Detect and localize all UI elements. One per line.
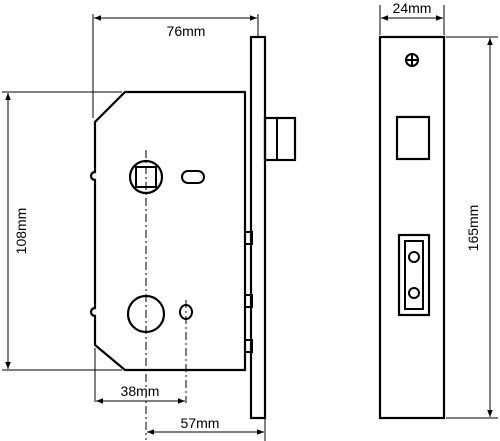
dim-label-165: 165mm [465, 205, 481, 252]
faceplate [378, 35, 446, 420]
lock-case-body [89, 90, 247, 372]
dim-label-108: 108mm [13, 208, 29, 255]
latch-bolt [263, 116, 297, 162]
strike-hole-upper [408, 251, 420, 263]
strike-hole-lower [408, 287, 420, 299]
dim-label-24: 24mm [393, 0, 432, 16]
dim-label-38: 38mm [121, 383, 160, 399]
dim-label-76: 76mm [167, 23, 206, 39]
dim-label-57: 57mm [181, 415, 220, 431]
front-extension-lines [379, 5, 498, 419]
screw-icon [405, 53, 419, 67]
centre-lines [145, 150, 187, 440]
case-edge-tabs [244, 231, 253, 353]
forend-strip [249, 35, 267, 420]
latch-opening [395, 115, 431, 161]
extension-lines [2, 14, 266, 441]
fixing-slot [181, 170, 205, 184]
strike-plate [397, 233, 431, 317]
